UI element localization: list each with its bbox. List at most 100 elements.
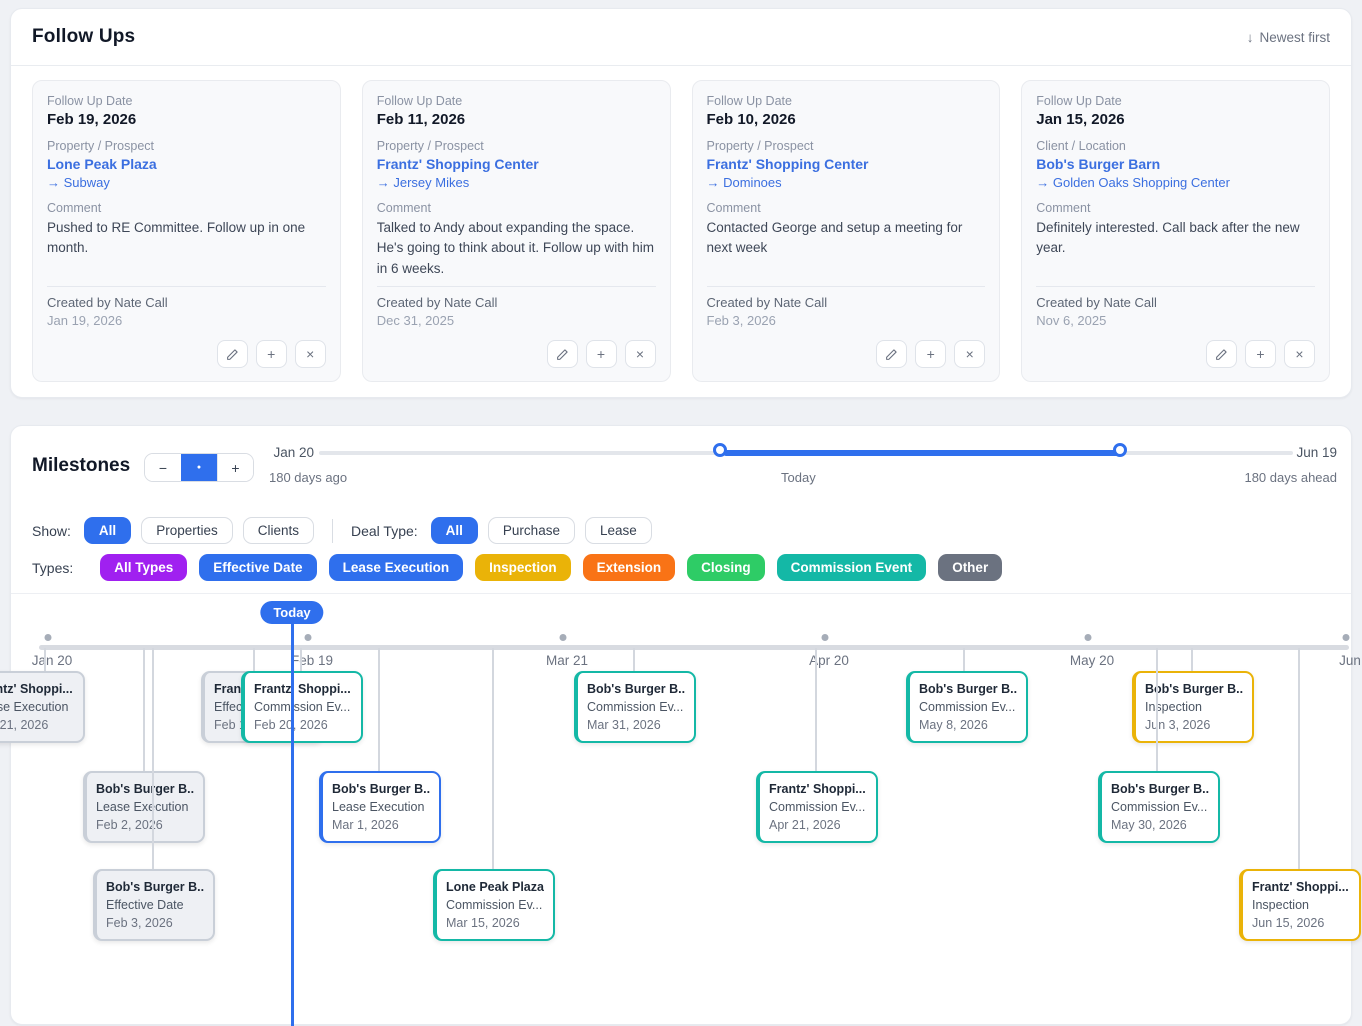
- add-button[interactable]: +: [255, 340, 287, 368]
- edit-button[interactable]: [546, 340, 578, 368]
- entity-sub-link[interactable]: → Jersey Mikes: [376, 175, 470, 190]
- type-filter-all-types[interactable]: All Types: [100, 554, 188, 581]
- comment-text: Talked to Andy about expanding the space…: [376, 220, 654, 276]
- range-start-label: Jan 20: [273, 445, 314, 460]
- types-filter-label: Types:: [32, 559, 74, 576]
- milestone-connector-line: [152, 648, 154, 869]
- entity-link[interactable]: Lone Peak Plaza: [47, 156, 157, 172]
- type-filter-commission-event[interactable]: Commission Event: [776, 554, 927, 581]
- date-range-slider[interactable]: [319, 443, 1293, 457]
- milestones-panel: Milestones − ● + Jan 20 180 days ago Tod…: [0, 425, 1361, 1026]
- today-marker-line: [291, 624, 294, 1026]
- card-footer: Created by Nate Call Feb 3, 2026 + ×: [706, 286, 986, 368]
- milestones-title: Milestones: [32, 455, 131, 476]
- deal-type-filter-all[interactable]: All: [430, 517, 478, 544]
- milestone-type: Commission Ev...: [587, 700, 684, 715]
- plus-icon: +: [926, 346, 935, 362]
- close-button[interactable]: ×: [624, 340, 656, 368]
- add-button[interactable]: +: [585, 340, 617, 368]
- milestone-type: Commission Ev...: [1111, 800, 1208, 815]
- type-filter-effective-date[interactable]: Effective Date: [199, 554, 317, 581]
- entity-label: Client / Location: [1036, 139, 1126, 153]
- milestone-date: Feb 3, 2026: [106, 916, 173, 931]
- timeline-zoom-control: − ● +: [144, 453, 254, 482]
- milestone-title: Bob's Burger B...: [106, 880, 204, 894]
- follow-up-date-label: Follow Up Date: [47, 94, 133, 108]
- zoom-in-button[interactable]: +: [217, 454, 253, 481]
- close-button[interactable]: ×: [954, 340, 986, 368]
- month-tick-label: Feb 19: [290, 653, 334, 668]
- milestone-date: Jun 15, 2026: [1252, 916, 1325, 931]
- range-end-label: Jun 19: [1296, 445, 1337, 460]
- milestone-date: Feb 20, 2026: [254, 718, 328, 733]
- filter-divider: [331, 518, 333, 543]
- milestone-connector-line: [492, 648, 494, 869]
- add-button[interactable]: +: [1245, 340, 1276, 368]
- range-start-sub: 180 days ago: [269, 470, 348, 485]
- follow-up-date-value: Feb 19, 2026: [47, 111, 137, 128]
- entity-sub-link[interactable]: → Golden Oaks Shopping Center: [1036, 175, 1230, 190]
- deal-type-filter-lease[interactable]: Lease: [584, 517, 652, 544]
- card-footer: Created by Nate Call Jan 19, 2026 + ×: [47, 286, 326, 368]
- milestone-type: Commission Ev...: [446, 898, 543, 913]
- show-filter-all[interactable]: All: [83, 517, 132, 544]
- close-button[interactable]: ×: [1284, 340, 1315, 368]
- created-date: Jan 19, 2026: [47, 313, 123, 328]
- zoom-reset-button[interactable]: ●: [181, 454, 217, 481]
- close-button[interactable]: ×: [294, 340, 326, 368]
- month-tick-label: Jan 20: [31, 653, 73, 668]
- comment-label: Comment: [47, 201, 102, 215]
- milestone-connector-line: [143, 648, 145, 771]
- entity-link[interactable]: Bob's Burger Barn: [1036, 156, 1161, 172]
- milestone-connector-line: [815, 648, 817, 771]
- slider-handle-right[interactable]: [1113, 443, 1127, 457]
- milestone-card[interactable]: Bob's Burger B...Commission Ev...May 8, …: [906, 671, 1028, 744]
- month-tick-dot: [44, 634, 52, 641]
- edit-button[interactable]: [1206, 340, 1237, 368]
- milestone-card[interactable]: Bob's Burger B...Commission Ev...Mar 31,…: [574, 671, 696, 744]
- milestone-title: Lone Peak Plaza: [446, 880, 544, 894]
- show-filter-properties[interactable]: Properties: [141, 517, 233, 544]
- slider-handle-left[interactable]: [713, 443, 727, 457]
- type-filter-lease-execution[interactable]: Lease Execution: [328, 554, 464, 581]
- entity-link[interactable]: Frantz' Shopping Center: [376, 156, 539, 172]
- milestone-type: Lease Execution: [0, 700, 69, 715]
- milestone-card[interactable]: Bob's Burger B...Commission Ev...May 30,…: [1098, 771, 1220, 844]
- milestone-card[interactable]: Frantz' Shoppi...Lease ExecutionJan 21, …: [0, 671, 85, 744]
- type-filter-closing[interactable]: Closing: [687, 554, 765, 581]
- entity-link[interactable]: Frantz' Shopping Center: [706, 156, 869, 172]
- edit-button[interactable]: [876, 340, 908, 368]
- add-button[interactable]: +: [915, 340, 947, 368]
- milestone-card[interactable]: Frantz' Shoppi...Commission Ev...Feb 20,…: [241, 671, 363, 744]
- milestone-connector-line: [633, 648, 635, 671]
- milestone-title: Frantz' Shoppi...: [1252, 880, 1349, 894]
- type-filter-extension[interactable]: Extension: [582, 554, 676, 581]
- type-filter-other[interactable]: Other: [938, 554, 1003, 581]
- show-filter-clients[interactable]: Clients: [242, 517, 314, 544]
- filter-row-types: Types: All Types Effective Date Lease Exec…: [32, 554, 1003, 581]
- pencil-icon: [226, 348, 238, 360]
- sort-control[interactable]: ↓ Newest first: [1247, 30, 1330, 45]
- zoom-out-button[interactable]: −: [145, 454, 181, 481]
- milestone-date: Jan 21, 2026: [0, 718, 49, 733]
- follow-ups-header: Follow Ups ↓ Newest first: [11, 9, 1351, 66]
- month-tick-label: Apr 20: [809, 653, 849, 668]
- milestone-date: Mar 1, 2026: [332, 818, 399, 833]
- deal-type-filter-purchase[interactable]: Purchase: [487, 517, 575, 544]
- entity-sub-link[interactable]: → Dominoes: [706, 175, 782, 190]
- entity-sub-link[interactable]: → Subway: [47, 175, 110, 190]
- comment-label: Comment: [1036, 201, 1091, 215]
- milestone-type: Commission Ev...: [254, 700, 351, 715]
- type-filter-inspection[interactable]: Inspection: [475, 554, 571, 581]
- timeline-axis: [39, 645, 1349, 650]
- edit-button[interactable]: [216, 340, 248, 368]
- milestone-connector-line: [300, 648, 302, 671]
- milestone-card[interactable]: Frantz' Shoppi...Commission Ev...Apr 21,…: [756, 771, 878, 844]
